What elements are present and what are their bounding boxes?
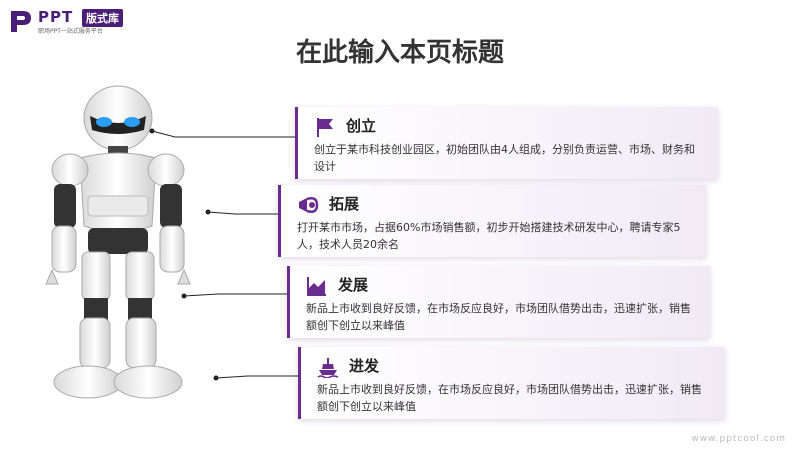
milestone-card-expansion[interactable]: 拓展 打开某市市场，占据60%市场销售额，初步开始搭建技术研发中心，聘请专家5人…	[278, 185, 706, 257]
footer-url: www.pptcool.com	[691, 434, 786, 444]
logo-brand-text: PPT	[38, 8, 74, 26]
milestone-card-development[interactable]: 发展 新品上市收到良好反馈，在市场反应良好，市场团队借势出击，迅速扩张，销售额创…	[287, 266, 710, 338]
ship-icon	[317, 358, 339, 378]
milestone-card-advance[interactable]: 进发 新品上市收到良好反馈，在市场反应良好，市场团队借势出击，迅速扩张，销售额创…	[298, 347, 725, 419]
logo-slogan: 职场PPT一站式服务平台	[38, 28, 103, 35]
milestone-card-founding[interactable]: 创立 创立于某市科技创业园区，初始团队由4人组成，分别负责运营、市场、财务和设计	[295, 107, 718, 179]
milestone-title: 发展	[338, 276, 369, 294]
milestone-description: 打开某市市场，占据60%市场销售额，初步开始搭建技术研发中心，聘请专家5人，技术…	[297, 221, 681, 251]
logo-mark-icon	[11, 11, 31, 32]
milestone-title: 进发	[349, 357, 380, 375]
milestone-description: 新品上市收到良好反馈，在市场反应良好，市场团队借势出击，迅速扩张，销售额创下创立…	[306, 302, 691, 332]
milestone-title: 创立	[346, 117, 377, 135]
milestone-description: 新品上市收到良好反馈，在市场反应良好，市场团队借势出击，迅速扩张，销售额创下创立…	[317, 383, 702, 413]
robot-illustration	[45, 85, 191, 399]
brand-logo: PPT 版式库 职场PPT一站式服务平台	[8, 8, 138, 36]
milestone-title: 拓展	[329, 195, 360, 213]
megaphone-icon	[299, 197, 319, 213]
page-title[interactable]: 在此输入本页标题	[295, 38, 504, 68]
area-chart-icon	[307, 277, 326, 296]
logo-badge: 版式库	[82, 9, 123, 27]
flag-icon	[317, 118, 333, 137]
milestone-description: 创立于某市科技创业园区，初始团队由4人组成，分别负责运营、市场、财务和设计	[314, 143, 695, 173]
